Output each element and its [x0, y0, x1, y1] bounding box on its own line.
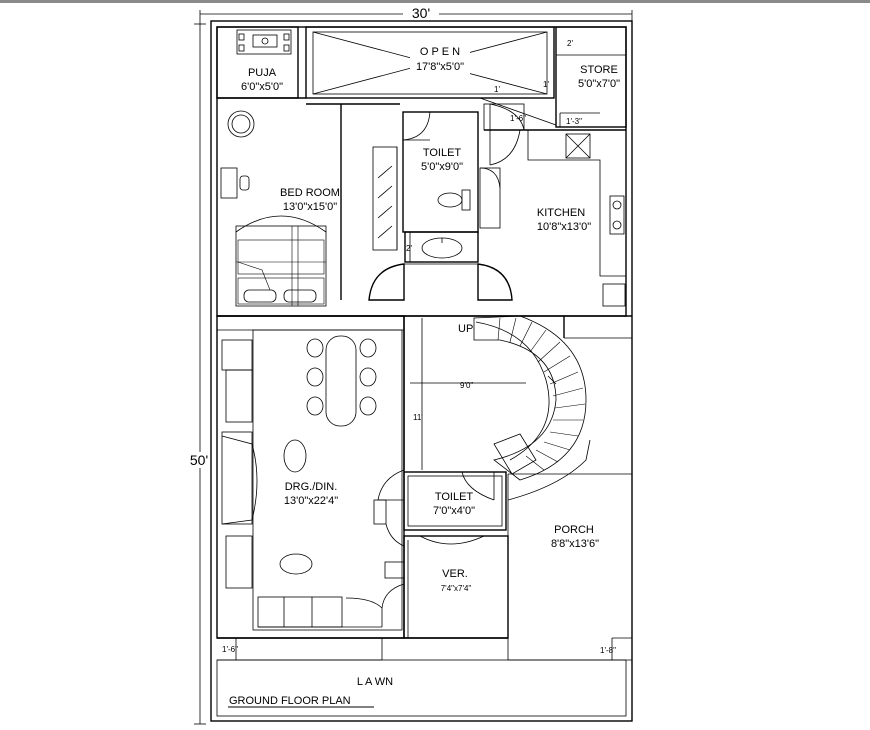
puja-label: PUJA	[248, 67, 277, 79]
ver-size: 7'4"x7'4"	[441, 584, 472, 593]
open-label: O P E N	[420, 46, 460, 58]
open-dim-1-6: 1'-6"	[510, 114, 526, 123]
staircase	[403, 315, 587, 481]
sofa-left	[225, 369, 253, 423]
toilet1-label: TOILET	[423, 147, 462, 159]
store-label: STORE	[580, 64, 618, 76]
dining-table	[325, 335, 357, 427]
kitchen	[479, 103, 627, 307]
double-bed	[235, 225, 327, 307]
armchair	[227, 110, 255, 138]
window-top-bar	[0, 0, 870, 3]
porch-size: 8'8"x13'6"	[551, 538, 599, 550]
drawing-size: 13'0"x22'4"	[284, 495, 338, 507]
kitchen-size: 10'8"x13'0"	[537, 221, 591, 233]
sofa-bottom	[257, 596, 343, 628]
stair-depth-dim: 11'	[413, 413, 423, 422]
bedroom-label: BED ROOM	[280, 187, 340, 199]
toilet2-size: 7'0"x4'0"	[433, 505, 475, 517]
kitchen-label: KITCHEN	[537, 207, 585, 219]
kitchen-counter	[527, 129, 627, 277]
fridge	[602, 283, 626, 307]
width-dimension: 30'	[412, 5, 430, 21]
puja-altar	[236, 29, 292, 55]
cooking-stove	[609, 195, 625, 235]
toilet2-label: TOILET	[435, 491, 474, 503]
kitchen-sink	[565, 133, 591, 159]
study-desk	[220, 167, 238, 199]
lawn-dim-left: 1'-6"	[222, 645, 238, 654]
open-area	[305, 26, 557, 126]
lawn	[216, 637, 632, 717]
open-label-bg	[410, 42, 470, 75]
drawing-dining	[216, 315, 405, 639]
drawing-label: DRG./DIN.	[285, 481, 338, 493]
open-size: 17'8"x5'0"	[416, 61, 464, 73]
desk-chair	[239, 175, 250, 191]
store-room	[555, 26, 627, 128]
kitchen-shelf	[479, 167, 501, 229]
store-dim-2: 2'	[567, 39, 573, 48]
store-dim-1-3: 1'-3"	[566, 117, 582, 126]
pillow-right	[283, 289, 317, 303]
passage-arches	[368, 263, 513, 301]
open-dim-1: 1'	[494, 85, 500, 94]
lawn-dim-right: 1'-8"	[600, 646, 616, 655]
store-dim-1: 1'	[543, 80, 549, 89]
rug	[279, 553, 313, 575]
wc-seat	[437, 192, 463, 208]
bedroom-size: 13'0"x15'0"	[283, 201, 337, 213]
toilet-upper	[402, 111, 479, 263]
bedroom	[217, 97, 400, 307]
stair-width-dim: 9'0"	[460, 381, 473, 390]
coffee-table	[283, 439, 307, 473]
depth-dimension: 50'	[190, 452, 208, 468]
porch-label: PORCH	[554, 524, 594, 536]
stair-up-label: UP	[458, 323, 473, 335]
ver-label: VER.	[442, 568, 468, 580]
toilet1-size: 5'0"x9'0"	[421, 161, 463, 173]
sofa-left-lower	[225, 535, 253, 589]
depth-dim-bg	[182, 452, 216, 468]
store-size: 5'0"x7'0"	[578, 78, 620, 90]
toilet-dim-2: 2'	[406, 244, 412, 253]
plot-boundary	[210, 20, 633, 722]
plan-title: GROUND FLOOR PLAN	[229, 695, 351, 707]
puja-size: 6'0"x5'0"	[241, 81, 283, 93]
porch	[507, 439, 632, 661]
pillow-left	[243, 289, 277, 303]
width-dim-bg	[403, 5, 439, 21]
lawn-label: L A WN	[357, 676, 393, 688]
wardrobe	[372, 146, 398, 251]
toilet-lower	[403, 471, 507, 531]
